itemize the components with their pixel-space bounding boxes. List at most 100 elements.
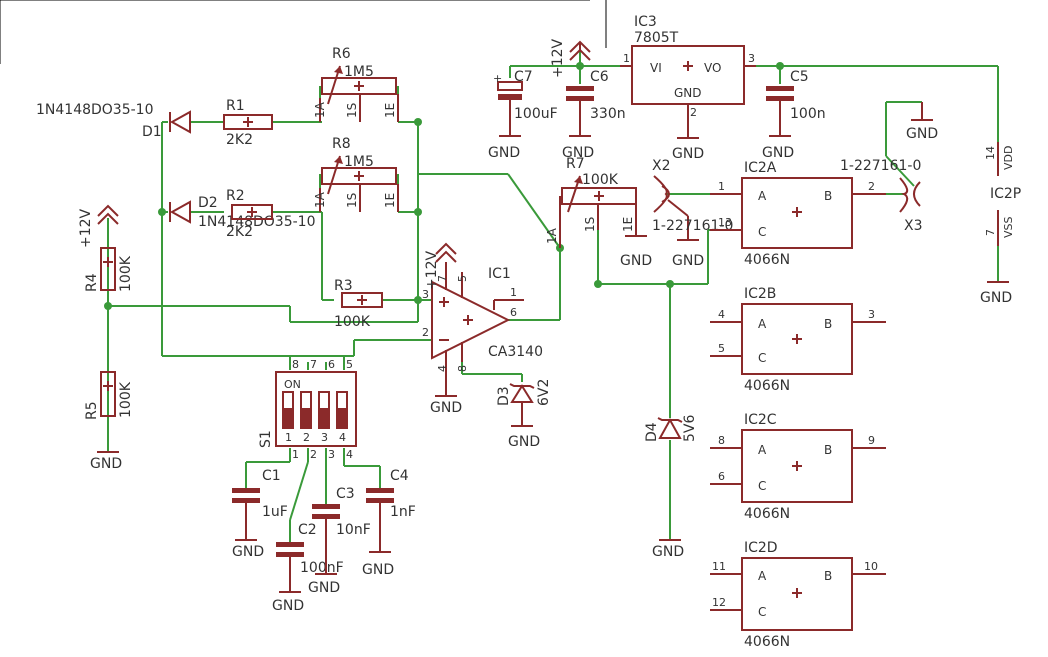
r3-resistor: R3 100K bbox=[334, 278, 383, 330]
ic2c-label-b: B bbox=[824, 443, 832, 457]
ic2c-label-a: A bbox=[758, 443, 767, 457]
ic2b-name: IC2B bbox=[744, 286, 776, 302]
r1-name: R1 bbox=[226, 98, 245, 114]
ic2d-label-a: A bbox=[758, 569, 767, 583]
ic2b-pin-b: 3 bbox=[868, 308, 875, 321]
net-12v-2: +12V bbox=[78, 208, 94, 248]
ic2a-name: IC2A bbox=[744, 160, 777, 176]
d1-name: D1 bbox=[142, 124, 162, 140]
d1-diode: 1N4148DO35-10 D1 bbox=[36, 102, 191, 140]
ic2a-label-c: C bbox=[758, 225, 766, 239]
d3-value: 6V2 bbox=[536, 379, 552, 406]
r6-value: 1M5 bbox=[344, 64, 374, 80]
c3-value: 10nF bbox=[336, 522, 371, 538]
c1-capacitor: C1 1uF GND bbox=[232, 468, 288, 560]
ic3-pin2: 2 bbox=[690, 106, 697, 119]
r5-value: 100K bbox=[118, 381, 134, 418]
r7-pin-e: 1E bbox=[621, 217, 635, 232]
c1-gnd: GND bbox=[232, 544, 264, 560]
net-12v-3: +12V bbox=[424, 250, 440, 290]
ic3-regulator: IC3 7805T VI VO GND 1 3 2 GND bbox=[620, 14, 756, 162]
ic2b-switch: IC2B 4066N A B C 4 3 5 bbox=[710, 286, 886, 394]
ic2c-switch: IC2C 4066N A B C 8 9 6 bbox=[710, 412, 886, 522]
c4-gnd: GND bbox=[362, 562, 394, 578]
r5-name: R5 bbox=[84, 401, 100, 420]
net-12v-1: +12V bbox=[550, 38, 566, 78]
ic2p-gnd: GND bbox=[980, 290, 1012, 306]
window-frame-fragment bbox=[0, 0, 607, 64]
c5-capacitor: C5 100n GND bbox=[762, 69, 826, 161]
r7-value: 100K bbox=[582, 172, 619, 188]
d3-gnd: GND bbox=[508, 434, 540, 450]
r7-potentiometer: R7 100K 1A 1S 1E GND bbox=[545, 156, 652, 269]
ic2b-label-a: A bbox=[758, 317, 767, 331]
c7-capacitor: + C7 100uF GND bbox=[488, 69, 558, 161]
ic1-pin3: 3 bbox=[422, 288, 429, 301]
ic2c-pin-c: 6 bbox=[718, 470, 725, 483]
s1-on-label: ON bbox=[284, 378, 301, 391]
c3-name: C3 bbox=[336, 486, 355, 502]
s1-bot-pin3: 3 bbox=[328, 448, 335, 461]
ic2c-label-c: C bbox=[758, 479, 766, 493]
c2-name: C2 bbox=[298, 522, 317, 538]
supply-12v-left: +12V bbox=[78, 204, 119, 248]
d1-value: 1N4148DO35-10 bbox=[36, 102, 154, 118]
x2-name: X2 bbox=[652, 158, 671, 174]
ic3-value: 7805T bbox=[634, 30, 679, 46]
r8-pin-e: 1E bbox=[383, 193, 397, 208]
ic2b-label-c: C bbox=[758, 351, 766, 365]
c6-value: 330n bbox=[590, 106, 626, 122]
ic3-gnd: GND bbox=[672, 146, 704, 162]
r1-value: 2K2 bbox=[226, 132, 253, 148]
x3-value: 1-227161-0 bbox=[840, 158, 921, 174]
ic2p-vss: VSS bbox=[1002, 216, 1015, 238]
ic3-vo: VO bbox=[704, 61, 721, 75]
ic2p-name: IC2P bbox=[990, 186, 1021, 202]
c7-gnd: GND bbox=[488, 145, 520, 161]
ic2c-pin-b: 9 bbox=[868, 434, 875, 447]
r3-name: R3 bbox=[334, 278, 353, 294]
r6-pin-s: 1S bbox=[345, 103, 359, 118]
d2-diode: D2 1N4148DO35-10 bbox=[169, 195, 316, 230]
ic2b-value: 4066N bbox=[744, 378, 790, 394]
ic3-gnd-label: GND bbox=[674, 86, 702, 100]
wires bbox=[107, 52, 999, 542]
x3-name: X3 bbox=[904, 218, 923, 234]
r6-pin-a: 1A bbox=[313, 101, 327, 118]
ic3-pin1: 1 bbox=[623, 52, 630, 65]
r8-value: 1M5 bbox=[344, 154, 374, 170]
c6-capacitor: C6 330n GND bbox=[562, 69, 626, 161]
r7-pin-a: 1A bbox=[545, 227, 559, 244]
c3-gnd: GND bbox=[308, 580, 340, 596]
supply-12v-top: +12V bbox=[550, 38, 591, 78]
ic2d-value: 4066N bbox=[744, 634, 790, 650]
d4-name: D4 bbox=[644, 422, 660, 442]
s1-sw4: 4 bbox=[339, 431, 346, 444]
ic2p-vdd: VDD bbox=[1002, 146, 1015, 170]
ic1-opamp: IC1 CA3140 3 2 6 1 7 5 4 8 +12V GND bbox=[422, 242, 543, 416]
r7-pin-s: 1S bbox=[583, 217, 597, 232]
r1-resistor: R1 2K2 bbox=[223, 98, 273, 148]
c2-gnd: GND bbox=[272, 598, 304, 614]
ic1-name: IC1 bbox=[488, 266, 511, 282]
ic2p-pin14: 14 bbox=[984, 146, 997, 160]
c2-value: 100nF bbox=[300, 560, 344, 576]
s1-bot-pin4: 4 bbox=[346, 448, 353, 461]
r5-resistor: R5 100K GND bbox=[84, 371, 134, 472]
ic2b-pin-c: 5 bbox=[718, 342, 725, 355]
ic2d-pin-c: 12 bbox=[712, 596, 726, 609]
r4-resistor: R4 100K bbox=[84, 247, 134, 292]
r2-value: 2K2 bbox=[226, 224, 253, 240]
r3-value: 100K bbox=[334, 314, 371, 330]
c5-gnd: GND bbox=[762, 145, 794, 161]
ic2p-power: 14 VDD IC2P 7 VSS GND bbox=[980, 142, 1021, 306]
r4-value: 100K bbox=[118, 255, 134, 292]
r6-pin-e: 1E bbox=[383, 103, 397, 118]
s1-name: S1 bbox=[258, 430, 274, 448]
s1-top-pin2: 7 bbox=[310, 358, 317, 371]
junctions bbox=[104, 62, 784, 310]
s1-bot-pin2: 2 bbox=[310, 448, 317, 461]
d2-value: 1N4148DO35-10 bbox=[198, 214, 316, 230]
x3-gnd: GND bbox=[906, 126, 938, 142]
